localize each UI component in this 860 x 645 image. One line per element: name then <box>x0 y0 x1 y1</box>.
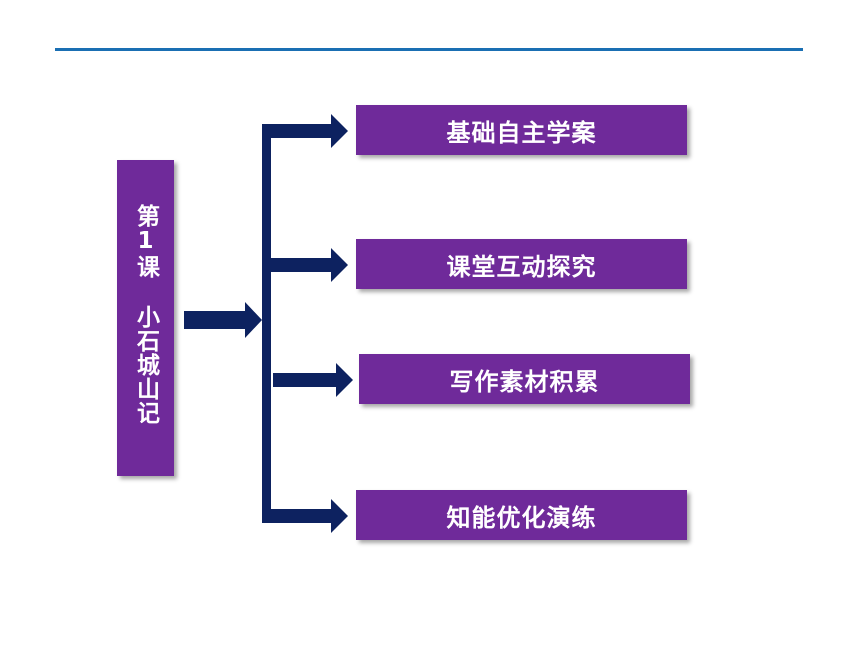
branch-arrow-4 <box>266 499 348 533</box>
section-box-basic-study[interactable]: 基础自主学案 <box>356 105 687 155</box>
section-label: 基础自主学案 <box>446 118 597 147</box>
branch-arrow-3 <box>273 363 353 397</box>
section-label: 写作素材积累 <box>449 367 600 396</box>
main-arrow <box>184 302 262 338</box>
section-box-writing-material[interactable]: 写作素材积累 <box>359 354 690 404</box>
section-box-practice[interactable]: 知能优化演练 <box>356 490 687 540</box>
trunk-line <box>262 124 271 523</box>
branch-arrow-2 <box>266 248 348 282</box>
section-box-class-interaction[interactable]: 课堂互动探究 <box>356 239 687 289</box>
branch-arrow-1 <box>266 114 348 148</box>
section-label: 课堂互动探究 <box>446 252 597 281</box>
lesson-number: 第1课 <box>132 204 159 279</box>
lesson-name: 小石城山记 <box>132 305 159 425</box>
header-rule <box>55 48 803 51</box>
lesson-title-box: 第1课 小石城山记 <box>117 160 174 476</box>
section-label: 知能优化演练 <box>446 503 597 532</box>
